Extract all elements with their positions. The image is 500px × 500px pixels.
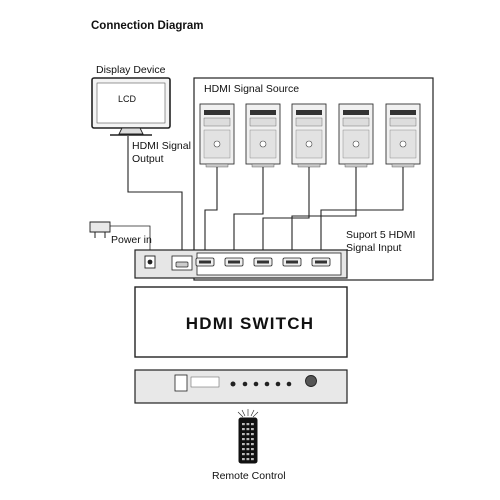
remote-key-icon xyxy=(251,458,254,461)
support-label-line1: Suport 5 HDMI xyxy=(346,229,416,241)
remote-key-icon xyxy=(242,453,245,456)
display-device-label: Display Device xyxy=(96,64,166,76)
hdmi-input-port-icon xyxy=(253,257,273,267)
remote-key-icon xyxy=(246,423,250,426)
lcd-screen-text: LCD xyxy=(118,94,137,104)
support-label-line2: Signal Input xyxy=(346,242,402,254)
hdmi-source-device-icon xyxy=(291,103,327,168)
remote-key-icon xyxy=(246,438,250,441)
switch-front-panel xyxy=(134,369,348,404)
indicator-led-icon xyxy=(253,381,259,387)
hdmi-output-cable xyxy=(127,136,183,257)
hdmi-input-port-icon xyxy=(311,257,331,267)
hdmi-cable xyxy=(291,167,357,258)
hdmi-input-cables xyxy=(204,167,404,258)
remote-key-icon xyxy=(242,448,245,451)
remote-key-icon xyxy=(246,458,250,461)
hdmi-source-device-icon xyxy=(385,103,421,168)
power-in-label: Power in xyxy=(111,234,152,246)
hdmi-source-devices xyxy=(199,103,421,168)
hdmi-cable xyxy=(204,167,218,258)
remote-key-icon xyxy=(242,443,245,446)
source-frame xyxy=(193,77,434,281)
remote-key-icon xyxy=(242,423,245,426)
switch-rear-panel xyxy=(134,249,348,279)
remote-key-icon xyxy=(251,453,254,456)
remote-key-icon xyxy=(246,453,250,456)
remote-key-icon xyxy=(251,443,254,446)
hdmi-output-label-line1: HDMI Signal xyxy=(132,140,191,152)
power-adapter-icon xyxy=(89,221,151,252)
diagram-title: Connection Diagram xyxy=(91,20,204,32)
hdmi-input-port-icon xyxy=(224,257,244,267)
indicator-led-icon xyxy=(264,381,270,387)
indicator-led-icon xyxy=(275,381,281,387)
hdmi-switch-label: HDMI SWITCH xyxy=(185,314,315,333)
hdmi-input-port-icon xyxy=(195,257,215,267)
hdmi-source-device-icon xyxy=(199,103,235,168)
remote-key-icon xyxy=(251,423,254,426)
remote-key-icon xyxy=(242,428,245,431)
hdmi-cable xyxy=(320,167,404,258)
hdmi-output-label-line2: Output xyxy=(132,153,164,165)
hdmi-source-device-icon xyxy=(338,103,374,168)
hdmi-input-port-icon xyxy=(282,257,302,267)
lcd-monitor-icon xyxy=(91,77,171,136)
hdmi-cable xyxy=(233,167,264,258)
hdmi-source-device-icon xyxy=(245,103,281,168)
remote-key-icon xyxy=(242,438,245,441)
remote-key-icon xyxy=(246,433,250,436)
indicator-led-icon xyxy=(286,381,292,387)
remote-key-icon xyxy=(242,433,245,436)
remote-key-icon xyxy=(251,433,254,436)
hdmi-switch-body xyxy=(134,286,348,358)
remote-control-label: Remote Control xyxy=(212,470,286,482)
remote-control-icon xyxy=(237,409,259,464)
hdmi-cable xyxy=(262,167,310,258)
remote-key-icon xyxy=(251,448,254,451)
indicator-led-icon xyxy=(242,381,248,387)
remote-key-icon xyxy=(246,448,250,451)
remote-key-icon xyxy=(246,428,250,431)
remote-key-icon xyxy=(251,428,254,431)
remote-key-icon xyxy=(251,438,254,441)
remote-key-icon xyxy=(242,458,245,461)
hdmi-source-label: HDMI Signal Source xyxy=(204,83,300,95)
remote-key-icon xyxy=(246,443,250,446)
